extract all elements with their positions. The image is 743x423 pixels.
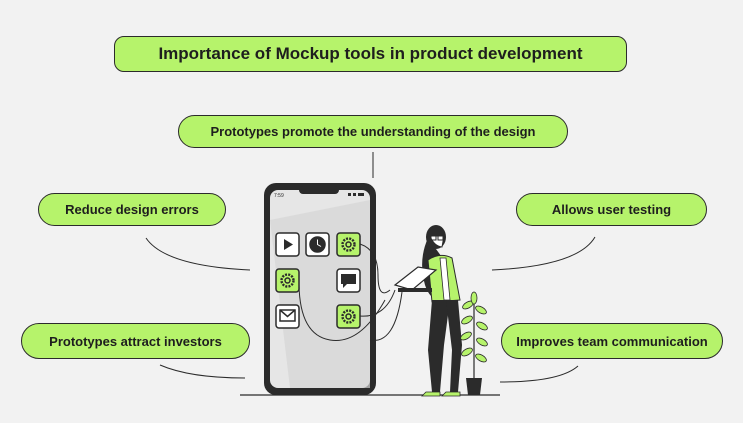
- status-icons: [348, 193, 364, 196]
- gear-icon: [336, 304, 361, 329]
- benefit-user-testing: Allows user testing: [516, 193, 707, 226]
- phone-notch: [299, 186, 339, 194]
- benefit-reduce-errors: Reduce design errors: [38, 193, 226, 226]
- page-title: Importance of Mockup tools in product de…: [114, 36, 627, 72]
- connector-right-lower: [499, 365, 579, 383]
- clock-icon: [305, 232, 330, 257]
- connector-left-upper: [145, 237, 251, 271]
- phone-clock: 7:59: [274, 193, 284, 199]
- benefit-attract-investors: Prototypes attract investors: [21, 323, 250, 359]
- play-icon: [275, 232, 300, 257]
- benefit-understanding-design: Prototypes promote the understanding of …: [178, 115, 568, 148]
- woman-with-laptop: [393, 225, 462, 397]
- gear-icon: [275, 268, 300, 293]
- benefit-team-communication: Improves team communication: [501, 323, 723, 359]
- connector-right-upper: [491, 236, 596, 271]
- cables: [298, 243, 403, 341]
- chat-icon: [336, 268, 361, 293]
- gear-icon: [336, 232, 361, 257]
- connector-lines: [145, 152, 596, 383]
- mail-icon: [275, 304, 300, 329]
- potted-plant: [460, 291, 488, 395]
- connector-left-lower: [159, 364, 246, 379]
